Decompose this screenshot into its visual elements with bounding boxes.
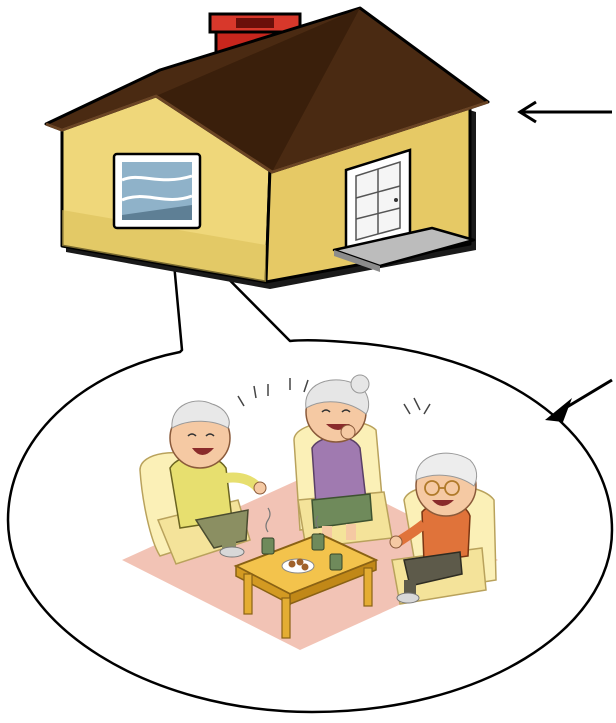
house-wall-shade <box>62 210 266 282</box>
door-knob <box>394 198 398 202</box>
arrow-to-bubble <box>545 378 613 422</box>
snack-icon <box>288 560 296 568</box>
house-door <box>344 148 412 250</box>
house-step <box>332 226 476 268</box>
window-reflection-1 <box>121 174 193 182</box>
window-reflection-2 <box>121 194 193 202</box>
person-center-leg-1 <box>322 526 332 542</box>
tea-cup-icon <box>261 533 343 571</box>
person-center-skirt <box>311 493 373 529</box>
glasses-icon <box>424 480 460 496</box>
person-center-hand <box>340 424 356 440</box>
living-room-scene <box>122 374 498 650</box>
house <box>44 6 490 289</box>
person-left-hand <box>253 481 267 495</box>
person-right-hair <box>415 452 478 487</box>
coffee-table <box>233 507 379 639</box>
person-right-leg <box>404 580 416 596</box>
person-right-pants <box>403 551 463 587</box>
person-right-shoe <box>396 592 420 604</box>
person-left-hair <box>171 400 230 429</box>
person-left <box>139 400 267 565</box>
arrow-to-bubble-head <box>545 398 572 422</box>
laughter-marks <box>237 378 431 415</box>
person-left-shoe <box>219 546 245 558</box>
window-glass-shade <box>122 205 192 220</box>
person-right-hand <box>389 535 403 549</box>
roof-edge <box>45 94 489 174</box>
step-edge <box>334 250 380 272</box>
person-center-leg-2 <box>346 524 356 540</box>
roof-shadow <box>156 8 360 172</box>
person-right-mouth <box>432 500 454 506</box>
door-rail-2 <box>355 207 401 220</box>
person-right <box>389 452 497 605</box>
door-rail-1 <box>355 185 401 199</box>
chimney-opening <box>236 18 274 28</box>
person-left-leg <box>222 536 236 550</box>
person-center-hair-bun <box>350 374 370 394</box>
arrow-to-house-head <box>517 100 537 124</box>
person-left-mouth <box>192 448 214 455</box>
table-leg-2 <box>281 597 291 639</box>
arrow-to-house <box>517 100 612 124</box>
table-leg-1 <box>243 573 253 615</box>
steam-icon <box>265 507 271 533</box>
table-leg-3 <box>363 567 373 607</box>
house-window <box>112 152 202 230</box>
person-center <box>293 374 393 549</box>
